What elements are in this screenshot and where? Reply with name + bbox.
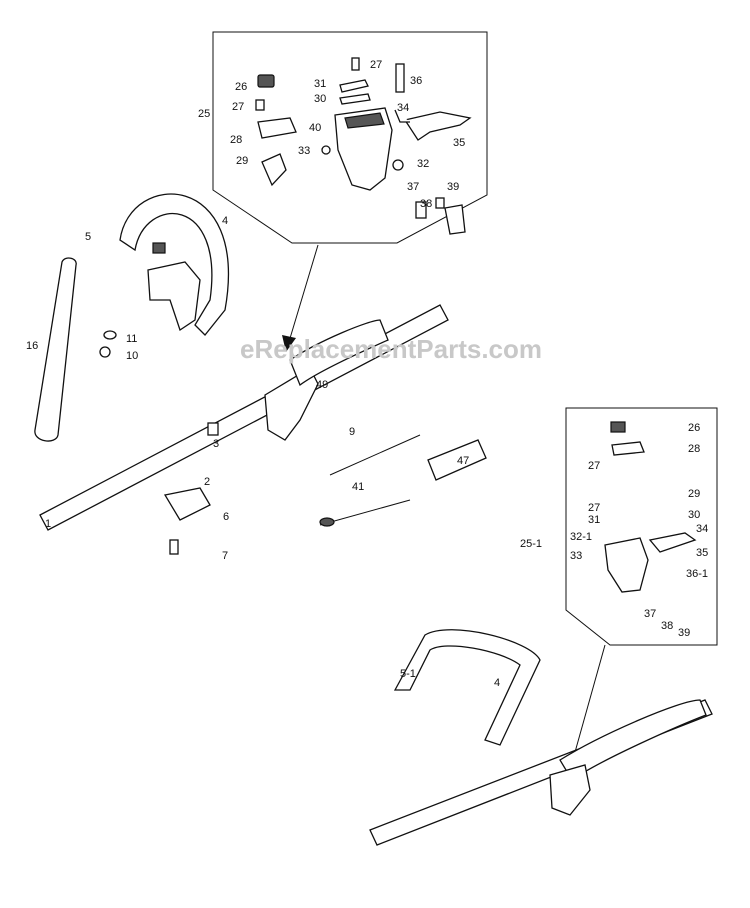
label-5: 5 (85, 231, 91, 243)
label-28: 28 (230, 134, 242, 146)
watermark: eReplacementParts.com (240, 334, 542, 364)
clamp-6 (163, 487, 211, 521)
grip-16 (34, 257, 77, 442)
grip-bottom (559, 699, 707, 781)
label-1: 1 (45, 518, 51, 530)
part-33 (321, 145, 331, 155)
label-36: 36 (410, 75, 422, 87)
loop-handle-5 (119, 193, 230, 336)
label-32: 32 (417, 158, 429, 170)
label-6: 6 (223, 511, 229, 523)
label-34: 34 (696, 523, 708, 535)
grip-49 (289, 319, 389, 387)
label-36-1: 36-1 (686, 568, 708, 580)
part-35 (403, 111, 472, 141)
bottom-inset-box: 26 27 28 29 27 31 30 25-1 32-1 33 34 35 … (369, 407, 718, 846)
part-28 (257, 117, 297, 139)
main-assembly: 5 4 16 11 10 49 3 2 9 47 41 6 1 7 (26, 193, 487, 562)
label-38: 38 (661, 620, 673, 632)
part-39 (444, 204, 466, 235)
label-27: 27 (588, 502, 600, 514)
label-25-1: 25-1 (520, 538, 542, 550)
label-47: 47 (457, 455, 469, 467)
part-29 (261, 153, 287, 187)
washer-11 (103, 330, 117, 340)
label-37: 37 (407, 181, 419, 193)
part-36 (395, 63, 405, 93)
top-inset-box: 26 27 27 31 30 36 25 34 40 28 35 33 32 2… (198, 31, 488, 352)
label-35: 35 (696, 547, 708, 559)
label-30: 30 (688, 509, 700, 521)
nut-4 (152, 242, 166, 254)
label-32-1: 32-1 (570, 531, 592, 543)
label-2: 2 (204, 476, 210, 488)
label-37: 37 (644, 608, 656, 620)
loop-handle-5-1 (393, 629, 541, 746)
label-40: 40 (309, 122, 321, 134)
screw-10 (99, 346, 111, 358)
label-4: 4 (494, 677, 500, 689)
label-33: 33 (298, 145, 310, 157)
part-3 (207, 422, 219, 436)
part-40 (334, 107, 393, 191)
part-47 (427, 439, 487, 481)
label-35: 35 (453, 137, 465, 149)
label-10: 10 (126, 350, 138, 362)
label-34: 34 (397, 102, 409, 114)
label-9: 9 (349, 426, 355, 438)
label-28: 28 (688, 443, 700, 455)
label-7: 7 (222, 550, 228, 562)
part-26 (257, 74, 275, 88)
label-39: 39 (678, 627, 690, 639)
label-39: 39 (447, 181, 459, 193)
label-31: 31 (314, 78, 326, 90)
part-32 (392, 159, 404, 171)
label-26: 26 (235, 81, 247, 93)
part-31 (339, 79, 369, 93)
label-11: 11 (126, 333, 137, 345)
label-41: 41 (352, 481, 364, 493)
handle-clamp (147, 261, 201, 332)
label-38: 38 (420, 198, 432, 210)
cable-9 (329, 434, 421, 476)
label-27: 27 (232, 101, 244, 113)
label-5-1: 5-1 (400, 668, 416, 680)
label-27: 27 (588, 460, 600, 472)
label-29: 29 (236, 155, 248, 167)
part-30 (339, 93, 371, 105)
part-27 (255, 99, 265, 111)
part-26 (610, 421, 626, 433)
part-27b (351, 57, 360, 71)
part-28 (611, 441, 645, 456)
label-29: 29 (688, 488, 700, 500)
label-33: 33 (570, 550, 582, 562)
part-34 (394, 109, 410, 123)
label-3: 3 (213, 438, 219, 450)
label-30: 30 (314, 93, 326, 105)
label-25: 25 (198, 108, 210, 120)
lever-35 (648, 532, 697, 553)
label-16: 16 (26, 340, 38, 352)
wire-41 (319, 499, 411, 526)
label-49: 49 (316, 379, 328, 391)
part-37 (415, 201, 427, 219)
label-4: 4 (222, 215, 228, 227)
switch-block (604, 537, 649, 593)
label-31: 31 (588, 514, 600, 526)
label-26: 26 (688, 422, 700, 434)
bolt-7 (169, 539, 179, 555)
throttle-bottom (549, 764, 591, 816)
label-27: 27 (370, 59, 382, 71)
part-38 (435, 197, 445, 209)
